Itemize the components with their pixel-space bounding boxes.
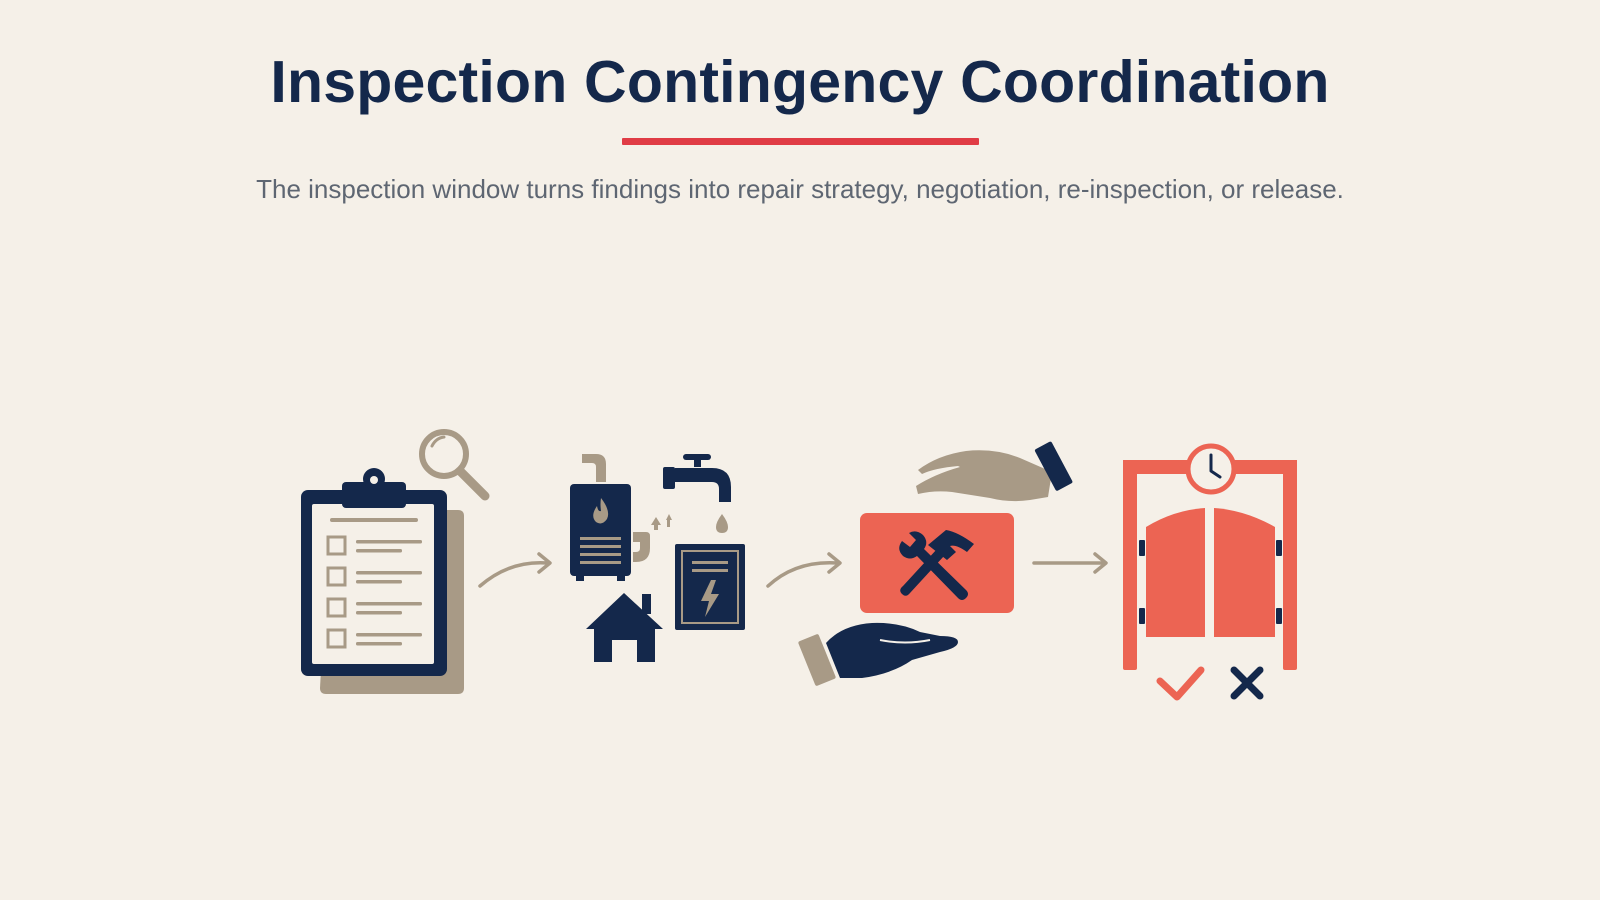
flow-arrow-2 [766,552,842,588]
water-heater-icon [570,484,631,581]
clock-icon [1185,443,1237,495]
house-icon [586,593,663,662]
cross-icon [1230,666,1264,700]
check-icon [1156,666,1205,701]
repair-negotiation-icon [798,441,1073,686]
electrical-panel-icon [675,544,745,630]
magnifier-icon [419,429,490,501]
page-subtitle: The inspection window turns findings int… [256,174,1344,204]
home-systems-icon [570,454,745,662]
release-gate-icon [1123,443,1297,701]
page-title: Inspection Contingency Coordination [270,49,1330,115]
hand-bottom-icon [798,622,958,686]
hand-top-icon [916,441,1073,502]
faucet-icon [663,454,731,533]
clipboard-checklist-icon [301,468,464,694]
flow-arrow-1 [478,552,552,588]
tools-icon [899,530,974,600]
flow-arrow-3 [1032,552,1108,574]
title-underline [622,138,979,145]
